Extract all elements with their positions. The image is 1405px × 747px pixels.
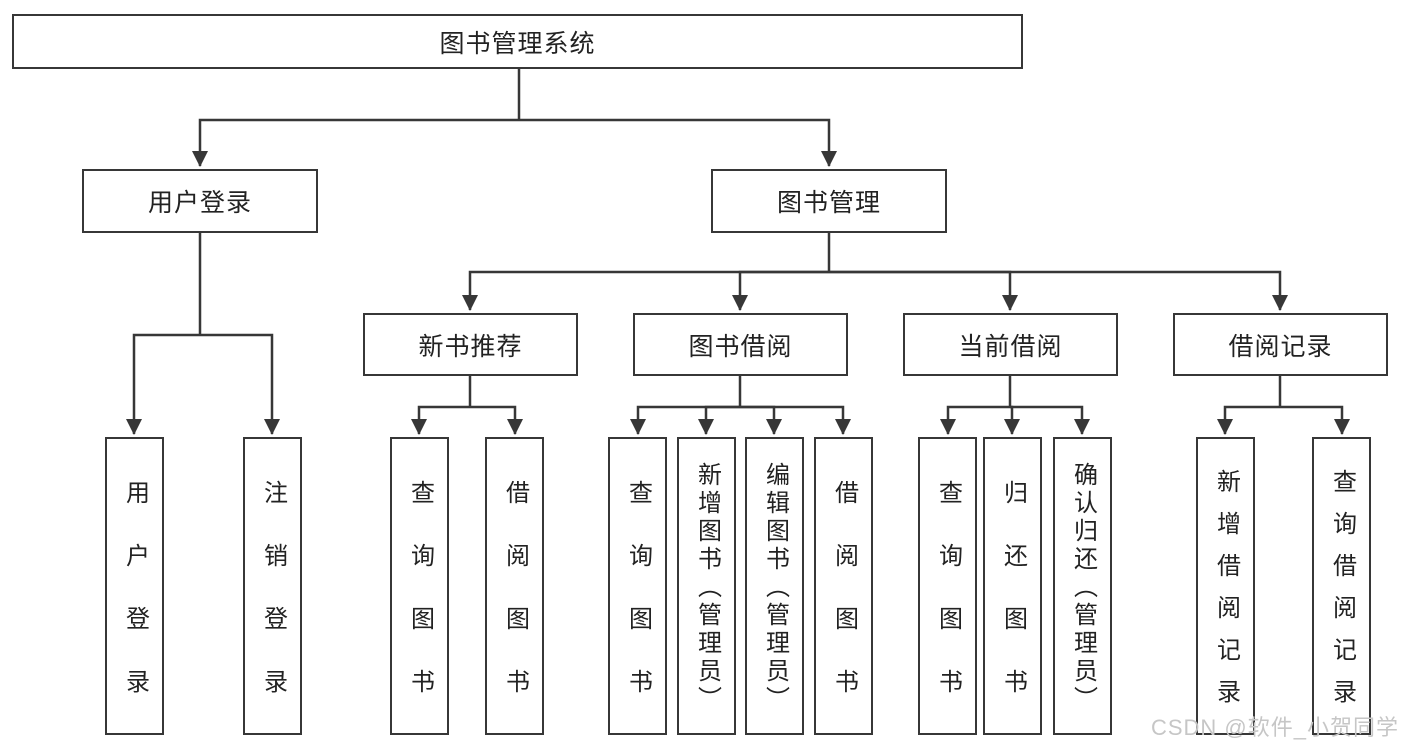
leaf-add-book-admin-label: 新增图书（管理员） — [693, 462, 721, 714]
leaf-confirm-return-admin-label: 确认归还（管理员） — [1069, 462, 1097, 714]
leaf-borrow-query-books-label: 查询图书 — [624, 479, 652, 732]
node-new-book-recommend-label: 新书推荐 — [418, 332, 523, 361]
node-book-management: 图书管理 — [711, 169, 947, 233]
node-book-management-label: 图书管理 — [776, 189, 881, 217]
leaf-user-login: 用户登录 — [105, 437, 164, 735]
leaf-query-borrow-record: 查询借阅记录 — [1312, 437, 1371, 735]
connector-to-leaf-add-record — [1217, 405, 1280, 435]
node-root: 图书管理系统 — [12, 14, 1023, 69]
node-root-label: 图书管理系统 — [439, 29, 596, 58]
node-book-borrow-label: 图书借阅 — [688, 332, 793, 361]
connector-to-leaf-current-query — [940, 405, 1010, 435]
leaf-query-borrow-record-label: 查询借阅记录 — [1328, 469, 1356, 721]
connector-to-leaf-recommend-borrow — [470, 405, 523, 435]
leaf-recommend-query-books-label: 查询图书 — [406, 479, 434, 732]
connector-to-leaf-borrow-query — [630, 405, 740, 435]
node-current-borrow-label: 当前借阅 — [958, 332, 1063, 361]
leaf-recommend-borrow-books: 借阅图书 — [485, 437, 544, 735]
connector-to-leaf-add-book — [698, 405, 740, 435]
connector-to-new-book-recommend — [462, 270, 829, 311]
leaf-current-query-books: 查询图书 — [918, 437, 977, 735]
connector-to-leaf-user-login — [126, 333, 200, 435]
leaf-add-borrow-record-label: 新增借阅记录 — [1212, 469, 1240, 721]
connector-to-current-borrow — [829, 270, 1018, 311]
connector-root-to-user-login — [192, 118, 519, 167]
connector-to-leaf-confirm-return — [1010, 405, 1090, 435]
node-borrow-records: 借阅记录 — [1173, 313, 1388, 376]
leaf-add-book-admin: 新增图书（管理员） — [677, 437, 736, 735]
leaf-edit-book-admin-label: 编辑图书（管理员） — [761, 462, 789, 714]
leaf-borrow-books: 借阅图书 — [814, 437, 873, 735]
leaf-add-borrow-record: 新增借阅记录 — [1196, 437, 1255, 735]
connector-to-leaf-return-book — [1004, 405, 1020, 435]
leaf-recommend-borrow-books-label: 借阅图书 — [501, 479, 529, 732]
node-book-borrow: 图书借阅 — [633, 313, 848, 376]
leaf-logout-label: 注销登录 — [259, 479, 287, 732]
leaf-borrow-books-label: 借阅图书 — [830, 479, 858, 732]
leaf-logout: 注销登录 — [243, 437, 302, 735]
node-user-login-label: 用户登录 — [147, 189, 252, 217]
connector-to-leaf-query-record — [1280, 405, 1350, 435]
node-current-borrow: 当前借阅 — [903, 313, 1118, 376]
connector-to-leaf-recommend-query — [411, 405, 470, 435]
connector-to-borrow-records — [829, 270, 1288, 311]
leaf-return-book: 归还图书 — [983, 437, 1042, 735]
leaf-user-login-label: 用户登录 — [121, 479, 149, 732]
leaf-recommend-query-books: 查询图书 — [390, 437, 449, 735]
leaf-current-query-books-label: 查询图书 — [934, 479, 962, 732]
connector-to-book-borrow — [732, 270, 829, 311]
leaf-edit-book-admin: 编辑图书（管理员） — [745, 437, 804, 735]
node-borrow-records-label: 借阅记录 — [1228, 332, 1333, 361]
connector-to-leaf-borrow-books — [740, 405, 851, 435]
leaf-borrow-query-books: 查询图书 — [608, 437, 667, 735]
connector-to-leaf-edit-book — [740, 405, 782, 435]
connector-to-leaf-logout — [200, 333, 280, 435]
connector-root-to-book-management — [519, 118, 837, 167]
leaf-return-book-label: 归还图书 — [999, 479, 1027, 732]
leaf-confirm-return-admin: 确认归还（管理员） — [1053, 437, 1112, 735]
node-user-login: 用户登录 — [82, 169, 318, 233]
node-new-book-recommend: 新书推荐 — [363, 313, 578, 376]
